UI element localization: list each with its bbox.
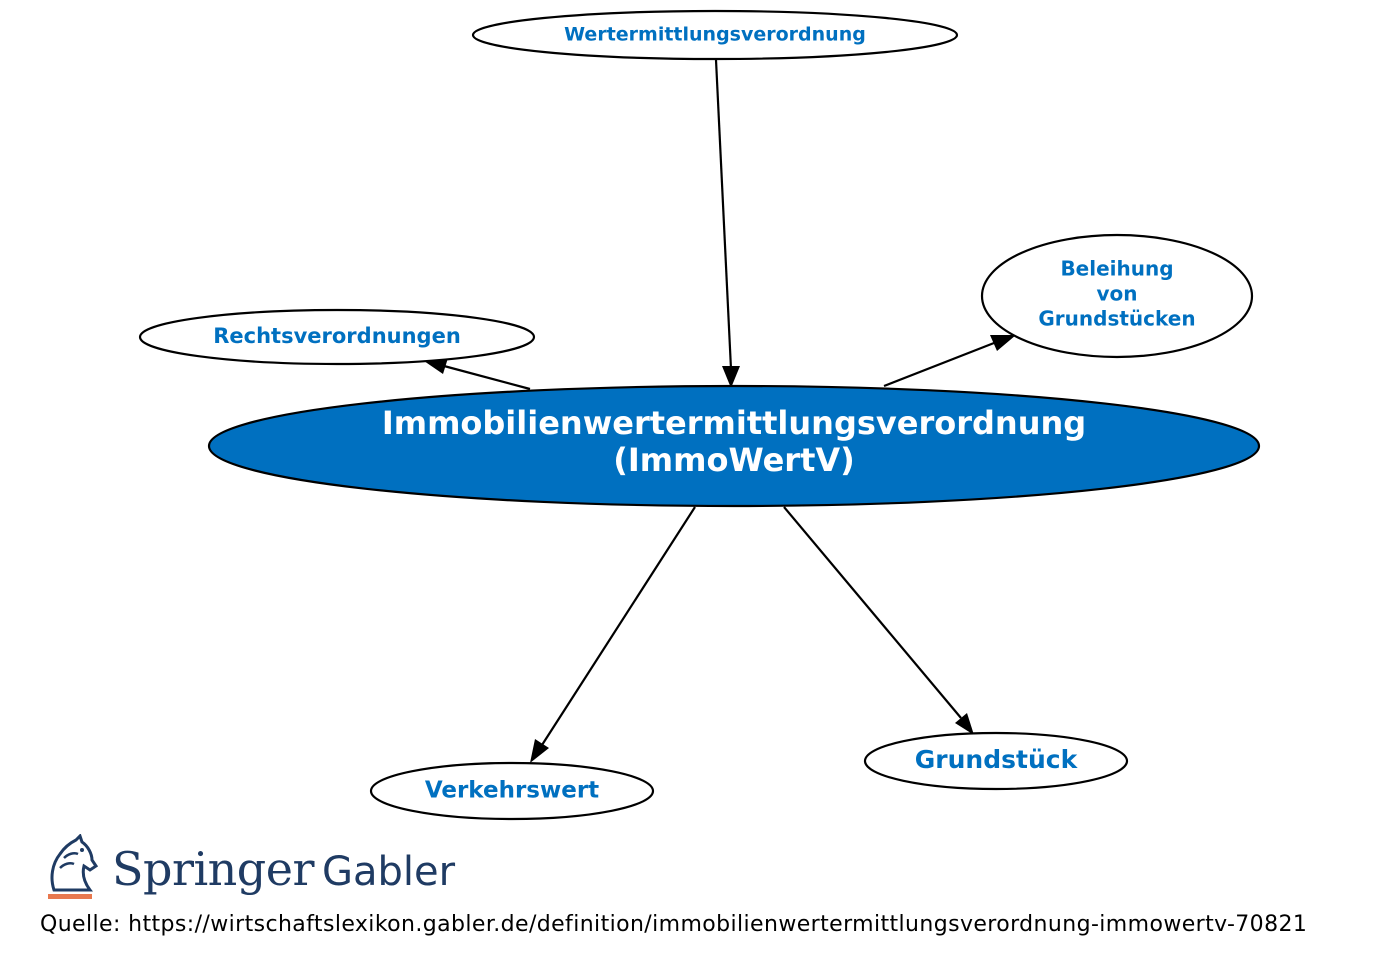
node-grundstueck[interactable]: Grundstück: [863, 731, 1129, 791]
arrowhead-grundstueck: [955, 713, 974, 735]
node-label: Verkehrswert: [425, 778, 599, 804]
node-verkehrswert[interactable]: Verkehrswert: [369, 761, 655, 821]
springer-horse-icon: [48, 834, 99, 899]
arrowhead-verkehrswert: [530, 739, 549, 763]
node-label-line3: Grundstücken: [1038, 307, 1195, 331]
arrowhead-beleihung: [990, 335, 1016, 351]
edge-center-to-grundstueck: [783, 506, 962, 719]
node-label: Grundstück: [915, 745, 1079, 774]
edge-center-to-beleihung: [883, 341, 995, 388]
center-label-line1: Immobilienwertermittlungsverordnung: [382, 404, 1086, 442]
node-center-immowertv[interactable]: Immobilienwertermittlungsverordnung (Imm…: [207, 384, 1261, 508]
node-ellipse: [471, 9, 959, 61]
edge-wertermittlung-to-center: [714, 59, 733, 370]
node-beleihung-von-grundstuecken[interactable]: Beleihung von Grundstücken: [980, 233, 1254, 359]
node-label: Rechtsverordnungen: [213, 324, 461, 348]
center-label-line2: (ImmoWertV): [613, 441, 855, 479]
logo-primary: Springer: [112, 842, 314, 896]
arrowhead-center-top: [722, 366, 740, 388]
node-rechtsverordnungen[interactable]: Rechtsverordnungen: [138, 308, 536, 366]
node-wertermittlungsverordnung[interactable]: Wertermittlungsverordnung: [471, 9, 959, 61]
node-ellipse: [863, 731, 1129, 791]
node-ellipse: [138, 308, 536, 366]
center-ellipse: [207, 384, 1261, 508]
logo-secondary: Gabler: [321, 849, 456, 895]
edges: [424, 59, 1016, 763]
node-label-line2: von: [1096, 282, 1137, 306]
edge-center-to-verkehrswert: [541, 506, 696, 746]
node-ellipse: [980, 233, 1254, 359]
source-citation: Quelle: https://wirtschaftslexikon.gable…: [40, 912, 1308, 937]
node-label-line1: Beleihung: [1060, 257, 1173, 281]
node-label: Wertermittlungsverordnung: [564, 24, 866, 46]
edge-center-to-rechtsverordnungen: [443, 364, 531, 391]
node-ellipse: [369, 761, 655, 821]
arrowhead-rechtsverordnungen: [424, 358, 448, 374]
